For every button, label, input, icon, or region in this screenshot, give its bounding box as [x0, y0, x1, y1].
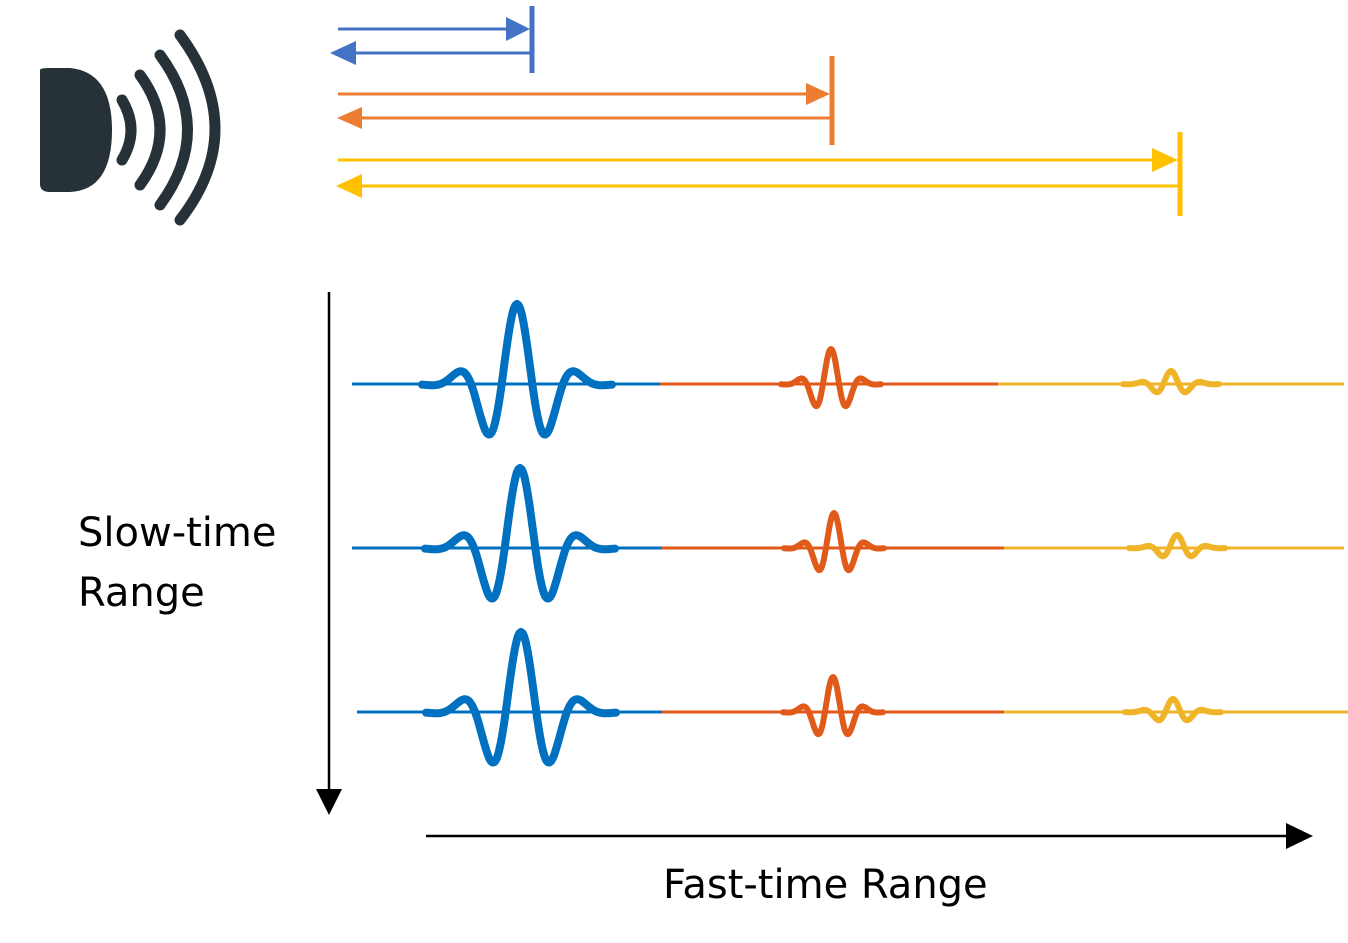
- near-target-arrows: [330, 6, 535, 73]
- pulse-1-near-echo: [418, 300, 616, 439]
- near-return-arrowhead: [330, 41, 356, 65]
- mid-target-arrows: [337, 56, 835, 145]
- fast-time-axis: [426, 823, 1313, 849]
- pulse-2-near-echo: [421, 464, 619, 603]
- mid-outgoing-arrowhead: [806, 83, 830, 105]
- near-outgoing-arrowhead: [506, 17, 530, 41]
- fast-time-axis-arrowhead: [1286, 823, 1313, 849]
- pulse-2-far-echo: [1126, 532, 1228, 560]
- pulse-1-mid-echo: [778, 346, 884, 410]
- radar-transmitter-icon: [40, 29, 221, 226]
- fast-time-label: Fast-time Range: [663, 862, 988, 908]
- pulse-3-near-echo: [422, 628, 620, 767]
- far-outgoing-arrowhead: [1152, 148, 1178, 172]
- pulse-3-far-echo: [1122, 696, 1224, 724]
- far-target-arrows: [336, 132, 1183, 216]
- slow-time-axis-arrowhead: [316, 789, 342, 815]
- pulse-3-mid-echo: [780, 674, 886, 738]
- range-arrows: [330, 6, 1183, 216]
- slow-time-label-line2: Range: [78, 570, 205, 616]
- far-return-arrowhead: [336, 174, 362, 198]
- pulse-traces: [352, 300, 1348, 767]
- mid-return-arrowhead: [337, 107, 362, 129]
- slow-time-axis: [316, 292, 342, 815]
- pulse-1-far-echo: [1120, 368, 1222, 396]
- pulse-2-mid-echo: [781, 510, 887, 574]
- slow-time-label-line1: Slow-time: [78, 510, 277, 556]
